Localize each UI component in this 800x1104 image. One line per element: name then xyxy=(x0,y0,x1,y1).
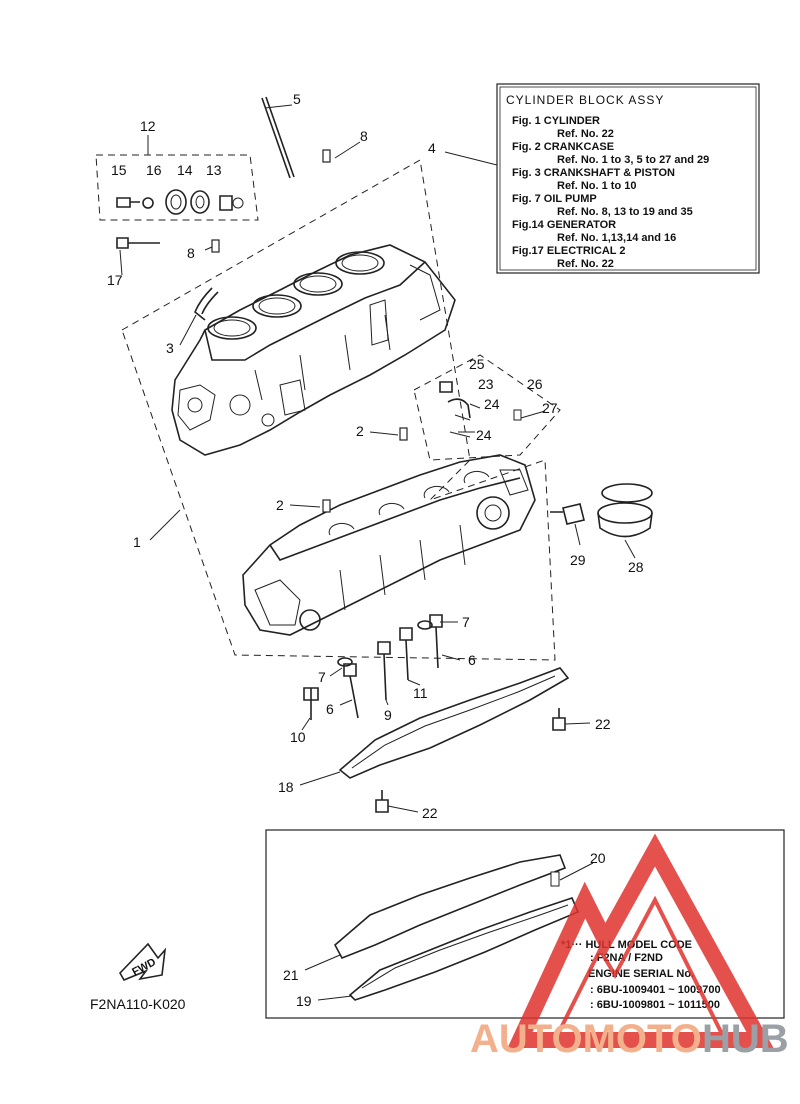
callout-12: 12 xyxy=(140,118,156,134)
callout-9: 9 xyxy=(384,707,392,723)
callout-6-right: 6 xyxy=(468,652,476,668)
callout-16: 16 xyxy=(146,162,162,178)
figure-code: F2NA110-K020 xyxy=(90,996,186,1012)
crankcase xyxy=(242,454,536,636)
watermark-logo xyxy=(507,833,774,1048)
title-box-heading: CYLINDER BLOCK ASSY xyxy=(506,93,664,107)
ref-line-2: Ref. No. 1 to 3, 5 to 27 and 29 xyxy=(557,154,709,166)
ref-line-3: Ref. No. 1 to 10 xyxy=(557,180,636,192)
callout-19: 19 xyxy=(296,993,312,1009)
callout-5: 5 xyxy=(293,91,301,107)
note-serial-range-1: : 6BU-1009401 ~ 1009700 xyxy=(590,984,721,996)
callout-21: 21 xyxy=(283,967,299,983)
leader-lines xyxy=(119,104,636,1001)
callout-numbers: 5 8 4 12 15 16 14 13 8 17 3 25 23 26 24 … xyxy=(107,91,644,1009)
callout-26: 26 xyxy=(527,376,543,392)
callout-10: 10 xyxy=(290,729,306,745)
fig-line-3: Fig. 3 CRANKSHAFT & PISTON xyxy=(512,167,675,179)
callout-7-right: 7 xyxy=(462,614,470,630)
note-serial-heading: ENGINE SERIAL No. xyxy=(588,968,694,980)
watermark-text-automoto: AUTOMOTO xyxy=(470,1017,702,1061)
callout-22-bottom: 22 xyxy=(422,805,438,821)
cylinder-block xyxy=(171,244,456,456)
callout-24-bottom: 24 xyxy=(476,427,492,443)
fig-line-5: Fig.14 GENERATOR xyxy=(512,219,616,231)
callout-28: 28 xyxy=(628,559,644,575)
callout-6-left: 6 xyxy=(326,701,334,717)
callout-8-top: 8 xyxy=(360,128,368,144)
callout-7-left: 7 xyxy=(318,669,326,685)
callout-2-top: 2 xyxy=(356,423,364,439)
title-box: CYLINDER BLOCK ASSY Fig. 1 CYLINDER Ref.… xyxy=(496,83,760,274)
fig-line-2: Fig. 2 CRANKCASE xyxy=(512,141,614,153)
callout-11: 11 xyxy=(413,685,428,701)
note-hull-code: *1··· HULL MODEL CODE xyxy=(561,939,692,951)
callout-27: 27 xyxy=(542,400,558,416)
callout-25: 25 xyxy=(469,356,485,372)
callout-17: 17 xyxy=(107,272,123,288)
ref-line-4: Ref. No. 8, 13 to 19 and 35 xyxy=(557,206,693,218)
callout-14: 14 xyxy=(177,162,193,178)
callout-22-right: 22 xyxy=(595,716,611,732)
callout-8-left: 8 xyxy=(187,245,195,261)
callout-2-left: 2 xyxy=(276,497,284,513)
callout-24-top: 24 xyxy=(484,396,500,412)
note-serial-range-2: : 6BU-1009801 ~ 1011500 xyxy=(590,999,720,1011)
oil-pan-gasket xyxy=(338,667,570,779)
assembly-outlines xyxy=(95,154,561,661)
callout-3: 3 xyxy=(166,340,174,356)
callout-18: 18 xyxy=(278,779,294,795)
fig-line-6: Fig.17 ELECTRICAL 2 xyxy=(512,245,625,257)
fig-line-4: Fig. 7 OIL PUMP xyxy=(512,193,597,205)
callout-29: 29 xyxy=(570,552,586,568)
callout-23: 23 xyxy=(478,376,494,392)
ref-line-5: Ref. No. 1,13,14 and 16 xyxy=(557,232,676,244)
inset-box: *1··· HULL MODEL CODE : F2NA / F2ND ENGI… xyxy=(265,829,785,1019)
watermark-text-hub: HUB xyxy=(702,1017,789,1061)
callout-20: 20 xyxy=(590,850,606,866)
small-parts xyxy=(116,96,653,982)
ref-line-1: Ref. No. 22 xyxy=(557,128,614,140)
callout-15: 15 xyxy=(111,162,127,178)
fig-line-1: Fig. 1 CYLINDER xyxy=(512,115,600,127)
ref-line-6: Ref. No. 22 xyxy=(557,258,614,270)
fwd-label: FWD xyxy=(130,956,158,978)
callout-4: 4 xyxy=(428,140,436,156)
callout-13: 13 xyxy=(206,162,222,178)
callout-1: 1 xyxy=(133,534,141,550)
